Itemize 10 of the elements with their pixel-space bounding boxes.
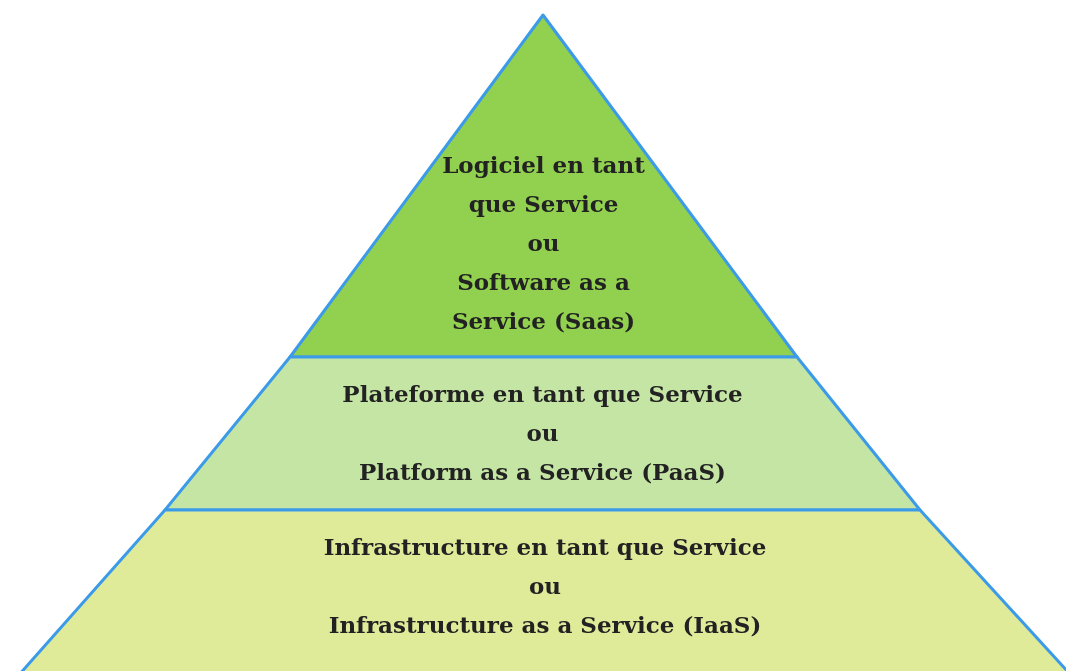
pyramid-tier (290, 15, 797, 357)
tier-label: ou (528, 570, 562, 601)
tier-label: Software as a Service (Saas) (450, 267, 637, 336)
tier-label: ou (526, 417, 559, 448)
tier-label: Platform as a Service (PaaS) (359, 456, 726, 487)
tier-label: Infrastructure as a Service (IaaS) (328, 609, 762, 640)
tier-label: Infrastructure en tant que Service (323, 531, 767, 562)
pyramid-tier (165, 357, 920, 510)
tier-label: Plateforme en tant que Service (342, 378, 743, 409)
tier-label: ou (527, 228, 560, 258)
